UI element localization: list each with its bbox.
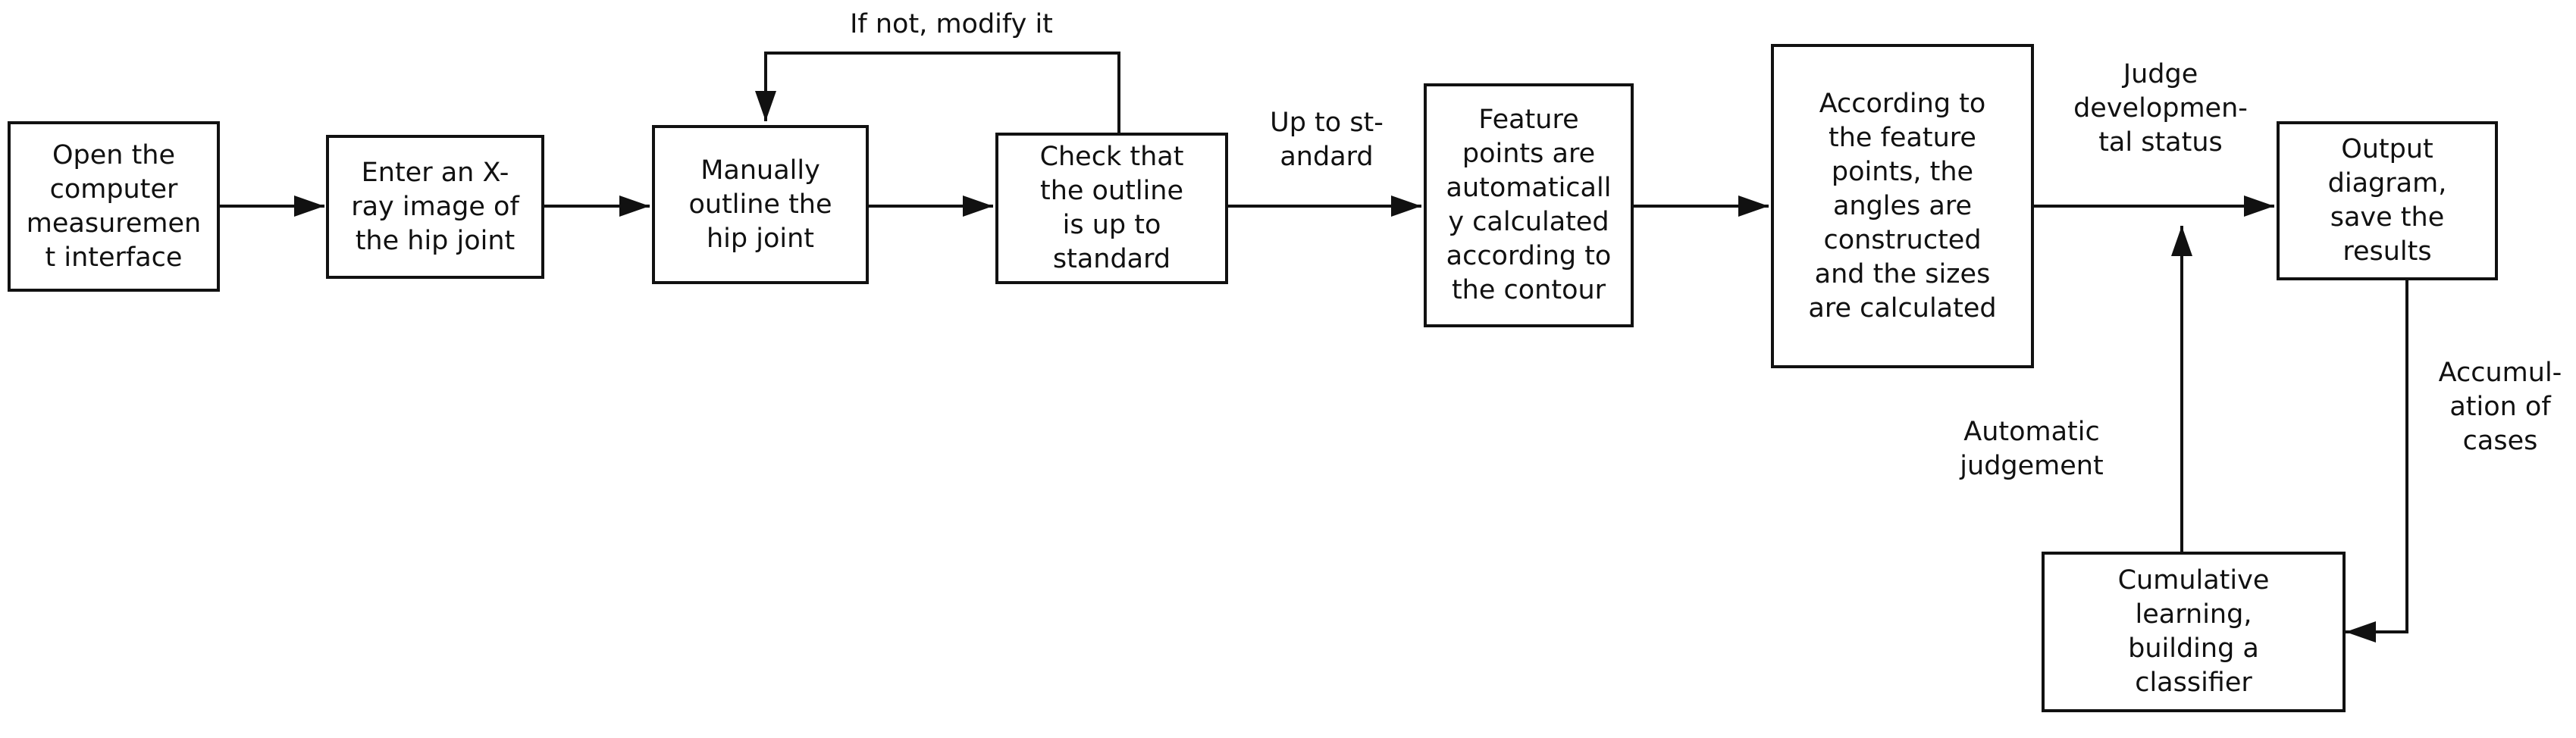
- node-enter-xray-text: Enter an X- ray image of the hip joint: [351, 157, 519, 256]
- node-open-interface-text: Open the computer measuremen t interface: [26, 139, 202, 273]
- node-check-outline-text: Check that the outline is up to standard: [1039, 142, 1184, 274]
- arrowhead-check: [963, 195, 993, 217]
- node-output-diagram-text: Output diagram, save the results: [2327, 134, 2447, 267]
- label-up-to-standard: Up to st- andard: [1270, 108, 1384, 172]
- arrowhead-feature: [1391, 195, 1421, 217]
- node-output-diagram: Output diagram, save the results: [2277, 121, 2498, 280]
- arrow-check-loop-back: [764, 52, 1120, 133]
- node-manual-outline: Manually outline the hip joint: [652, 125, 869, 284]
- arrowhead-output: [2244, 195, 2274, 217]
- arrowhead-learning-up: [2171, 226, 2192, 256]
- node-cumulative-learning: Cumulative learning, building a classifi…: [2042, 552, 2346, 712]
- node-manual-outline-text: Manually outline the hip joint: [688, 155, 832, 254]
- node-enter-xray: Enter an X- ray image of the hip joint: [326, 135, 544, 279]
- node-check-outline: Check that the outline is up to standard: [995, 133, 1228, 284]
- arrowhead-learning: [2346, 621, 2376, 643]
- label-automatic-judgement: Automatic judgement: [1960, 417, 2104, 481]
- node-cumulative-learning-text: Cumulative learning, building a classifi…: [2117, 565, 2270, 698]
- node-feature-points: Feature points are automaticall y calcul…: [1424, 83, 1634, 327]
- arrowhead-enter: [294, 195, 324, 217]
- node-feature-points-text: Feature points are automaticall y calcul…: [1446, 105, 1612, 305]
- node-angles-sizes-text: According to the feature points, the ang…: [1808, 88, 1997, 324]
- arrowhead-outline: [619, 195, 650, 217]
- label-accumulation-of-cases: Accumul- ation of cases: [2438, 358, 2562, 456]
- arrowhead-loop: [755, 91, 776, 121]
- label-if-not-modify: If not, modify it: [850, 9, 1053, 39]
- label-judge-status: Judge developmen- tal status: [2073, 59, 2248, 158]
- arrow-output-to-learning: [2346, 280, 2408, 633]
- node-angles-sizes: According to the feature points, the ang…: [1771, 44, 2034, 368]
- node-open-interface: Open the computer measuremen t interface: [8, 121, 220, 292]
- arrowhead-angles: [1738, 195, 1769, 217]
